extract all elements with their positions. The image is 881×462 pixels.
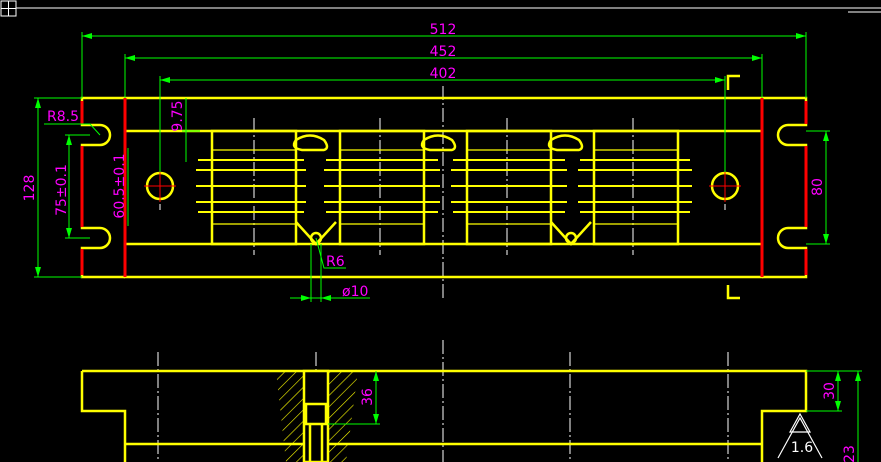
dim-cavity: 402: [430, 66, 457, 82]
dimension-texts: 512 452 402 128 75±0.1 60.5±0.1 9.75 R8.…: [22, 22, 826, 300]
dim-offset: 9.75: [170, 100, 186, 131]
dimensions: [34, 32, 830, 302]
dim-gate-dia: ø10: [342, 284, 368, 300]
section-dimension-texts: 36 30 23 1.6: [360, 382, 858, 462]
dim-bolt-depth: 36: [360, 388, 376, 406]
arrowheads: [35, 33, 829, 301]
dim-inner: 452: [430, 44, 457, 60]
section-dimensions: [328, 370, 862, 462]
dim-right-height: 80: [810, 178, 826, 196]
section-marks: [726, 74, 740, 300]
roughness-value: 1.6: [791, 440, 813, 456]
top-view: 512 452 402 128 75±0.1 60.5±0.1 9.75 R8.…: [22, 22, 830, 302]
dim-overall: 512: [430, 22, 457, 38]
section-outline: [80, 369, 808, 462]
centerlines: [159, 86, 726, 300]
dim-height: 128: [22, 175, 38, 202]
dim-plate-height: 30: [822, 382, 838, 400]
guide-holes: [144, 170, 741, 202]
dim-gate-radius: R6: [326, 254, 345, 270]
dim-slot-radius: R8.5: [47, 109, 79, 125]
crosshair-box-icon: [0, 0, 17, 17]
plate-outline: [80, 96, 808, 279]
dim-hole-spacing: 60.5±0.1: [112, 153, 128, 218]
dim-right-partial: 23: [842, 445, 858, 462]
section-view: 36 30 23 1.6: [80, 340, 862, 462]
dim-slot-spacing: 75±0.1: [54, 164, 70, 216]
roughness-symbol: [777, 412, 823, 459]
red-edges: [80, 98, 808, 277]
cavities: [196, 129, 692, 246]
